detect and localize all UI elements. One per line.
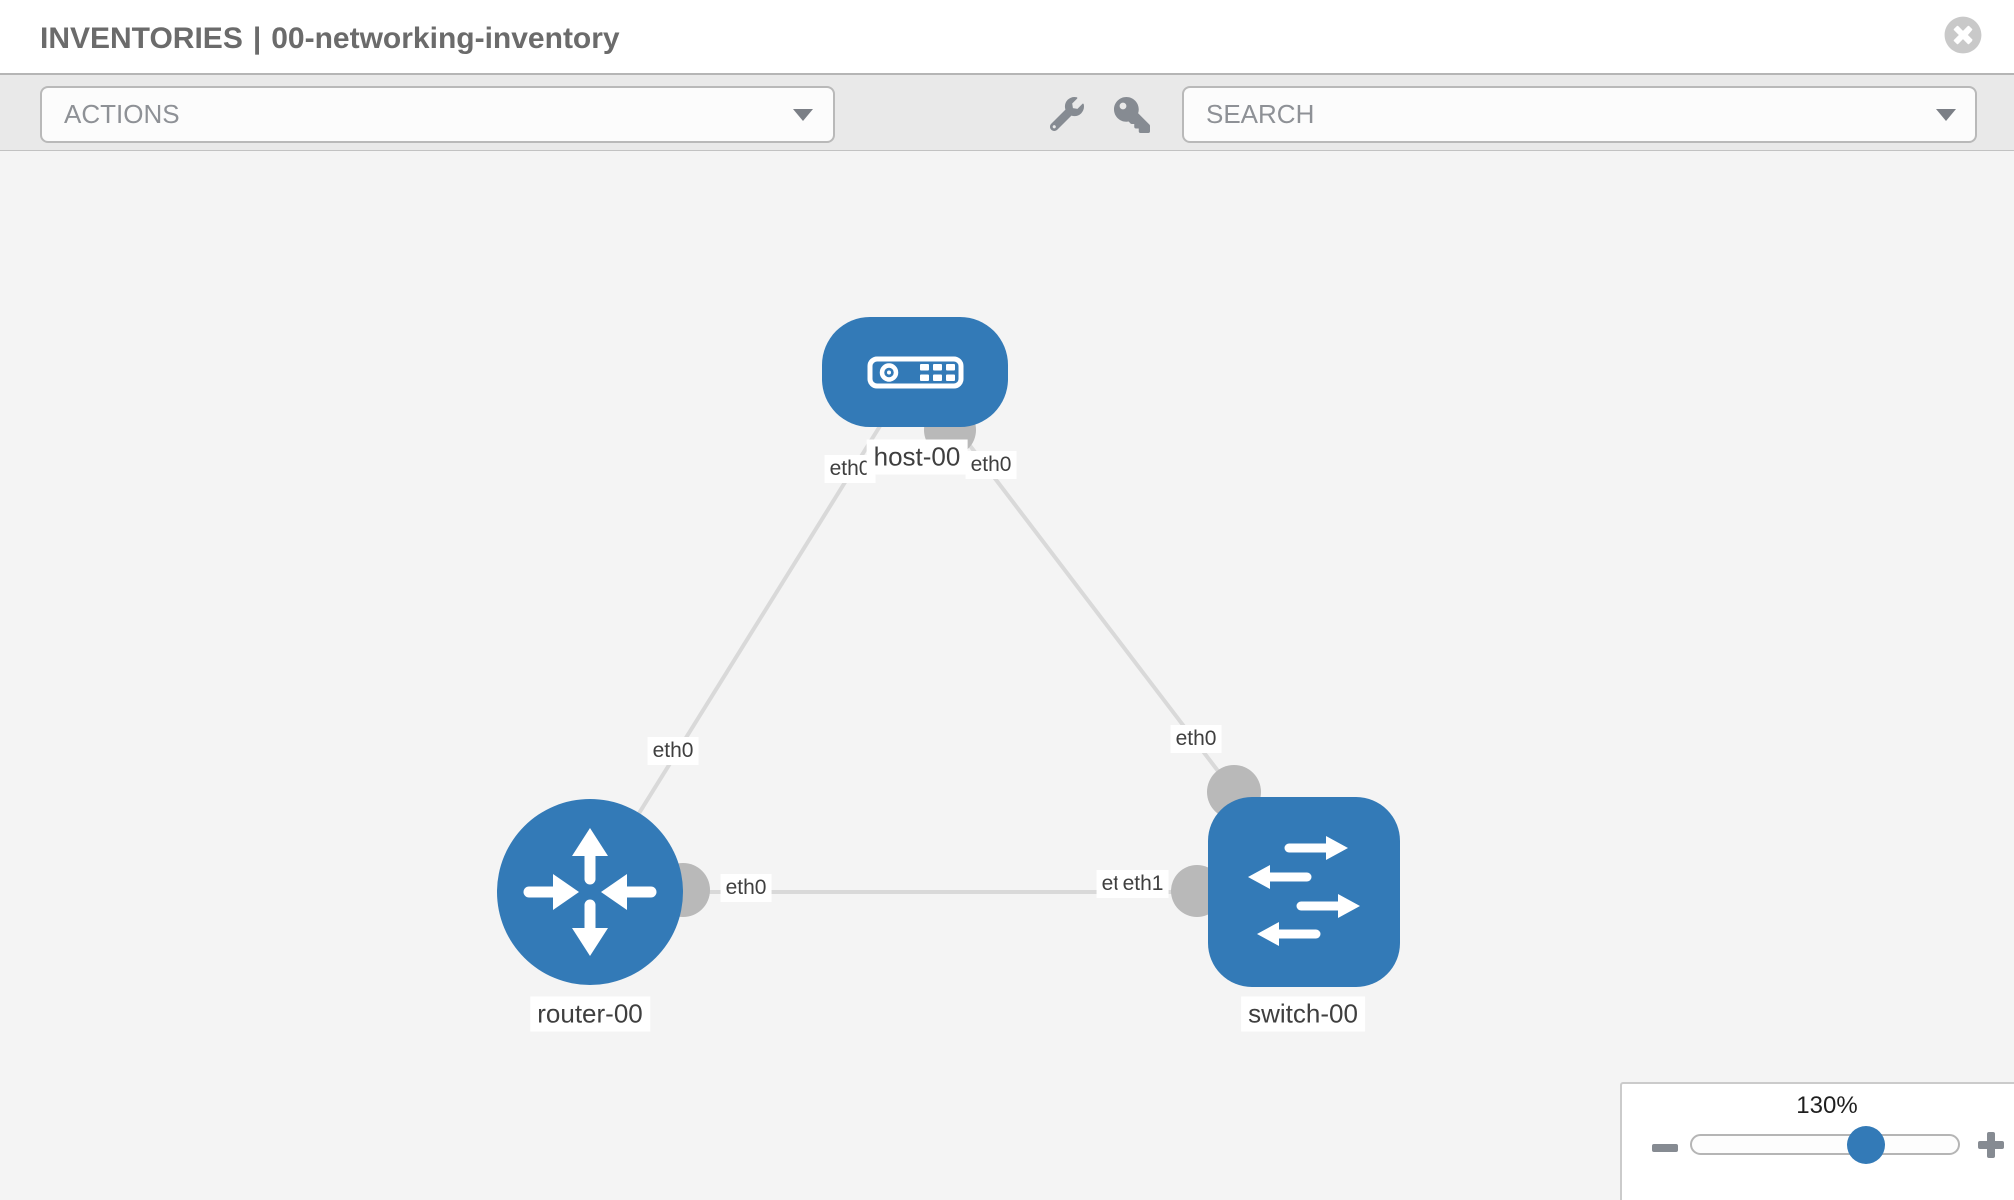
close-button[interactable]	[1944, 16, 1982, 54]
node-label-switch: switch-00	[1241, 996, 1365, 1032]
breadcrumb-separator: |	[252, 22, 262, 55]
key-button[interactable]	[1114, 97, 1150, 138]
zoom-out-button[interactable]	[1652, 1140, 1678, 1158]
node-label-host: host-00	[866, 439, 968, 475]
search-dropdown-label: SEARCH	[1206, 99, 1315, 129]
node-label-router: router-00	[530, 996, 650, 1032]
page-title: INVENTORIES | 00-networking-inventory	[40, 0, 620, 73]
breadcrumb-primary: INVENTORIES	[40, 22, 243, 55]
switch-arrows-icon	[1248, 836, 1360, 946]
zoom-level: 130%	[1796, 1092, 1858, 1119]
zoom-control-panel: 130%	[1620, 1082, 2014, 1200]
interface-label: eth1	[1117, 870, 1169, 898]
plus-icon	[1978, 1132, 2004, 1158]
wrench-icon	[1049, 97, 1084, 132]
interface-label: eth0	[647, 737, 699, 765]
topology-canvas[interactable]: eth0 eth0 eth0 eth0 eth0 eth0 eth1 host-…	[0, 151, 2014, 1200]
minus-icon	[1652, 1144, 1678, 1152]
router-arrows-icon	[523, 828, 657, 956]
interface-label: eth0	[965, 451, 1017, 479]
interface-label: eth0	[720, 874, 772, 902]
zoom-slider-knob[interactable]	[1847, 1126, 1885, 1164]
search-dropdown[interactable]: SEARCH	[1182, 86, 1977, 143]
topology-svg	[497, 317, 1400, 987]
links	[588, 424, 1304, 894]
wrench-button[interactable]	[1049, 97, 1084, 136]
breadcrumb-secondary: 00-networking-inventory	[271, 22, 620, 55]
node-switch[interactable]	[1208, 797, 1400, 987]
header: INVENTORIES | 00-networking-inventory	[0, 0, 2014, 73]
zoom-in-button[interactable]	[1978, 1132, 2004, 1163]
times-circle-icon	[1944, 16, 1982, 54]
actions-dropdown-label: ACTIONS	[64, 99, 180, 129]
interface-label: eth0	[1170, 725, 1222, 753]
chevron-down-icon	[1936, 109, 1956, 121]
interface-label: eth0	[824, 455, 876, 483]
chevron-down-icon	[793, 109, 813, 121]
host-device-icon	[867, 356, 964, 389]
toolbar: ACTIONS SEARCH	[0, 73, 2014, 151]
zoom-slider[interactable]	[1690, 1134, 1960, 1155]
node-host[interactable]	[822, 317, 1008, 427]
key-icon	[1114, 97, 1150, 133]
actions-dropdown[interactable]: ACTIONS	[40, 86, 835, 143]
interface-points	[656, 404, 1261, 917]
node-router[interactable]	[497, 799, 683, 985]
